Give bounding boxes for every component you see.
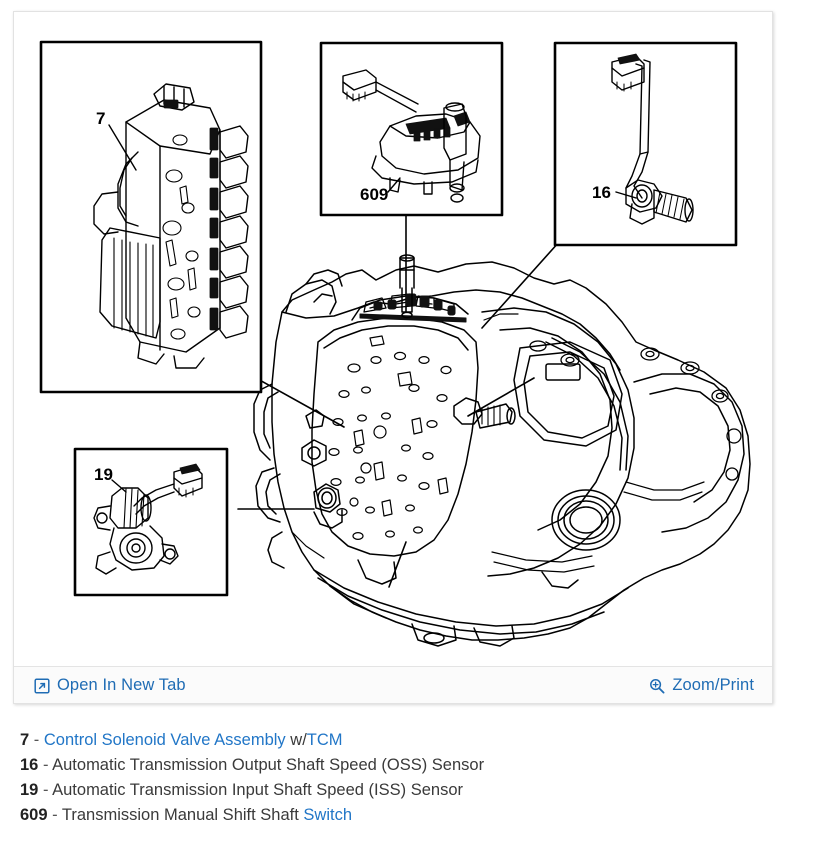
- callout-label-609: 609: [360, 185, 388, 204]
- legend-separator: -: [29, 731, 44, 749]
- legend-number: 19: [20, 781, 39, 799]
- legend-link[interactable]: Switch: [303, 806, 353, 824]
- external-link-icon: [34, 677, 50, 694]
- legend-number: 7: [20, 731, 30, 749]
- legend-row: 19 - Automatic Transmission Input Shaft …: [20, 778, 780, 803]
- main-transmission-assembly: [253, 254, 751, 647]
- callout-label-19: 19: [94, 465, 113, 484]
- magnifier-plus-icon: [650, 678, 665, 693]
- legend-separator: -: [47, 806, 62, 824]
- legend-separator: -: [38, 756, 53, 774]
- image-toolbar: Open In New Tab Zoom/Print: [14, 666, 772, 703]
- legend-separator: -: [38, 781, 53, 799]
- zoom-print-button[interactable]: Zoom/Print: [649, 667, 754, 704]
- legend-link[interactable]: Control Solenoid Valve Assembly: [43, 731, 286, 749]
- legend-row: 7 - Control Solenoid Valve Assembly w/TC…: [20, 728, 780, 753]
- legend-number: 609: [20, 806, 48, 824]
- legend-row: 16 - Automatic Transmission Output Shaft…: [20, 753, 780, 778]
- legend-row: 609 - Transmission Manual Shift Shaft Sw…: [20, 803, 780, 828]
- legend-text: Automatic Transmission Output Shaft Spee…: [52, 756, 485, 774]
- callout-panel-19-group: 19: [73, 447, 229, 597]
- callout-panel-609-group: 609: [319, 41, 504, 217]
- legend-text: Transmission Manual Shift Shaft: [61, 806, 304, 824]
- legend-number: 16: [20, 756, 39, 774]
- diagram-image[interactable]: 7: [14, 12, 772, 667]
- image-viewer-container: 7: [13, 11, 773, 704]
- zoom-print-label: Zoom/Print: [672, 676, 754, 694]
- callout-panel-7-group: 7: [39, 40, 263, 394]
- legend-link[interactable]: TCM: [306, 731, 343, 749]
- legend-text: Automatic Transmission Input Shaft Speed…: [52, 781, 463, 799]
- callout-panel-16-group: 16: [553, 41, 738, 247]
- leader-lines: [237, 214, 560, 588]
- transmission-diagram-svg: 7: [14, 12, 772, 667]
- part-legend-list: 7 - Control Solenoid Valve Assembly w/TC…: [20, 728, 780, 828]
- callout-label-16: 16: [592, 183, 611, 202]
- open-in-new-tab-button[interactable]: Open In New Tab: [34, 667, 186, 704]
- legend-text: w/: [285, 731, 307, 749]
- open-in-new-tab-label: Open In New Tab: [57, 676, 186, 694]
- callout-label-7: 7: [96, 109, 105, 128]
